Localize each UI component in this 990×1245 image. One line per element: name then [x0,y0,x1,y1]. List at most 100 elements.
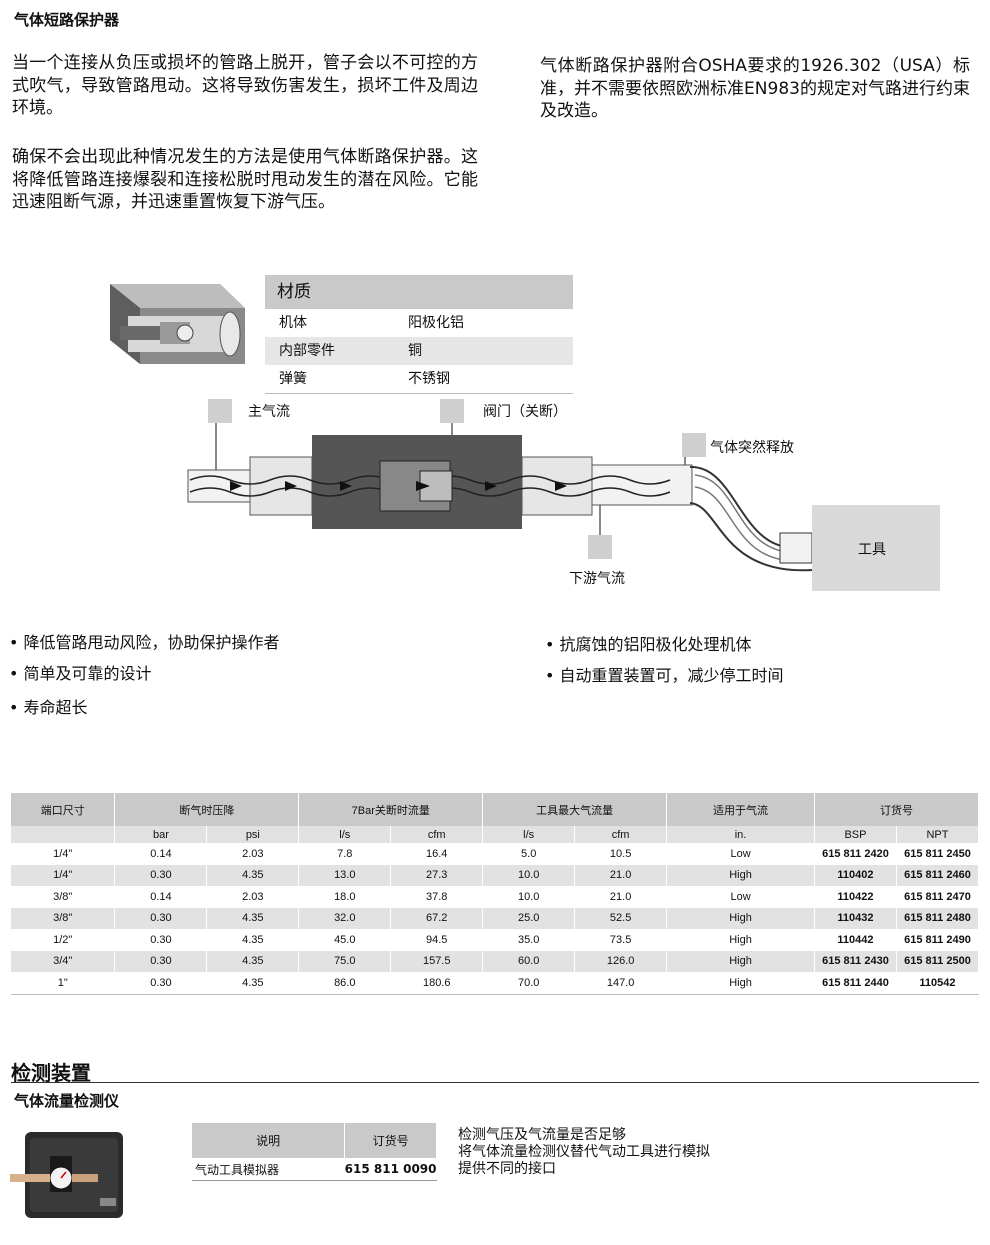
spec-cell: 0.14 [114,886,208,908]
spec-cell: 0.30 [114,864,208,886]
feature-bullet: • 寿命超长 [9,698,88,717]
materials-key: 内部零件 [279,343,335,359]
spec-cell: 45.0 [298,929,392,951]
kit-description-line: 将气体流量检测仪替代气动工具进行模拟 [458,1144,710,1160]
spec-cell: 75.0 [298,950,392,972]
subsection-title: 气体流量检测仪 [14,1092,120,1110]
spec-header: 订货号 [814,793,979,826]
materials-table: 材质 机体 阳极化铝 内部零件 铜 弹簧 不锈钢 [265,275,573,394]
spec-cell: 3/4" [11,950,116,972]
spec-cell: Low [666,843,815,865]
spec-cell: 27.3 [390,864,484,886]
spec-cell: High [666,950,815,972]
product-cutaway-image [110,284,245,364]
kit-header-row: 说明 订货号 [192,1123,437,1158]
materials-value: 不锈钢 [408,371,450,387]
spec-cell: 0.30 [114,972,208,995]
spec-cell: 10.0 [482,864,576,886]
spec-header: 工具最大气流量 [482,793,668,826]
spec-cell: 67.2 [390,907,484,929]
spec-cell: 37.8 [390,886,484,908]
spec-cell: 615 811 2470 [896,886,980,908]
materials-key: 弹簧 [279,371,307,387]
spec-subheader: cfm [390,826,484,843]
kit-header: 说明 [192,1123,346,1158]
spec-cell: 73.5 [574,929,668,951]
spec-cell: 110402 [814,864,897,886]
spec-subheader: l/s [298,826,392,843]
spec-cell: 4.35 [206,929,300,951]
spec-header: 适用于气流 [666,793,815,826]
section-divider [11,1082,979,1083]
spec-cell: 4.35 [206,864,300,886]
feature-bullet: • 降低管路甩动风险，协助保护操作者 [9,633,280,652]
kit-cell: 615 811 0090 [344,1158,437,1181]
feature-bullet: • 简单及可靠的设计 [9,664,152,683]
spec-cell: 0.30 [114,950,208,972]
spec-cell: 3/8" [11,907,116,929]
spec-cell: 10.5 [574,843,668,865]
spec-cell: 0.30 [114,907,208,929]
kit-description-line: 检测气压及气流量是否足够 [458,1127,626,1143]
spec-subheader: BSP [814,826,897,843]
spec-cell: High [666,972,815,995]
spec-cell: 615 811 2430 [814,950,897,972]
spec-cell: 60.0 [482,950,576,972]
spec-subheader: cfm [574,826,668,843]
materials-key: 机体 [279,315,307,331]
spec-cell: 21.0 [574,886,668,908]
spec-cell: 4.35 [206,950,300,972]
spec-cell: 615 811 2460 [896,864,980,886]
kit-row: 气动工具模拟器 615 811 0090 [192,1158,437,1181]
spec-cell: 16.4 [390,843,484,865]
materials-header: 材质 [265,275,573,309]
spec-cell: 94.5 [390,929,484,951]
section-title: 检测装置 [11,1061,91,1085]
spec-header: 7Bar关断时流量 [298,793,484,826]
spec-subheader: bar [114,826,208,843]
spec-cell: 7.8 [298,843,392,865]
spec-cell: 615 811 2440 [814,972,897,995]
materials-value: 铜 [408,343,422,359]
spec-cell: High [666,907,815,929]
spec-cell: 5.0 [482,843,576,865]
release-label: 气体突然释放 [710,440,794,456]
materials-row: 内部零件 铜 [265,337,573,365]
spec-cell: High [666,864,815,886]
spec-cell: 86.0 [298,972,392,995]
intro-paragraph-1: 当一个连接从负压或损坏的管路上脱开，管子会以不可控的方式吹气，导致管路甩动。这将… [12,53,478,118]
valve-label: 阀门（关断） [483,404,567,420]
feature-bullet: • 自动重置装置可，减少停工时间 [545,666,784,685]
materials-row: 弹簧 不锈钢 [265,365,573,394]
spec-cell: 2.03 [206,886,300,908]
spec-cell: 13.0 [298,864,392,886]
spec-cell: 615 811 2490 [896,929,980,951]
spec-cell: 157.5 [390,950,484,972]
spec-subheader: in. [666,826,815,843]
spec-cell: 52.5 [574,907,668,929]
spec-subheader: NPT [896,826,980,843]
spec-cell: 1/4" [11,843,116,865]
spec-subheader: psi [206,826,300,843]
spec-cell: Low [666,886,815,908]
spec-subheader-row: bar psi l/s cfm l/s cfm in. BSP NPT [11,826,980,843]
spec-cell: 32.0 [298,907,392,929]
kit-description: 检测气压及气流量是否足够 将气体流量检测仪替代气动工具进行模拟 提供不同的接口 [458,1127,710,1178]
spec-cell: 1/2" [11,929,116,951]
tool-label: 工具 [858,542,886,558]
intro-paragraph-3: 气体断路保护器附合OSHA要求的1926.302（USA）标准，并不需要依照欧洲… [540,56,970,121]
downstream-label: 下游气流 [569,571,625,587]
spec-cell: 2.03 [206,843,300,865]
spec-cell: 10.0 [482,886,576,908]
spec-cell: 18.0 [298,886,392,908]
spec-header-row: 端口尺寸 断气时压降 7Bar关断时流量 工具最大气流量 适用于气流 订货号 [11,793,979,826]
page-title: 气体短路保护器 [14,11,120,29]
spec-cell: 615 811 2500 [896,950,980,972]
kit-table: 说明 订货号 气动工具模拟器 615 811 0090 [192,1123,437,1181]
spec-cell: 0.14 [114,843,208,865]
spec-cell: 3/8" [11,886,116,908]
spec-cell: 110422 [814,886,897,908]
